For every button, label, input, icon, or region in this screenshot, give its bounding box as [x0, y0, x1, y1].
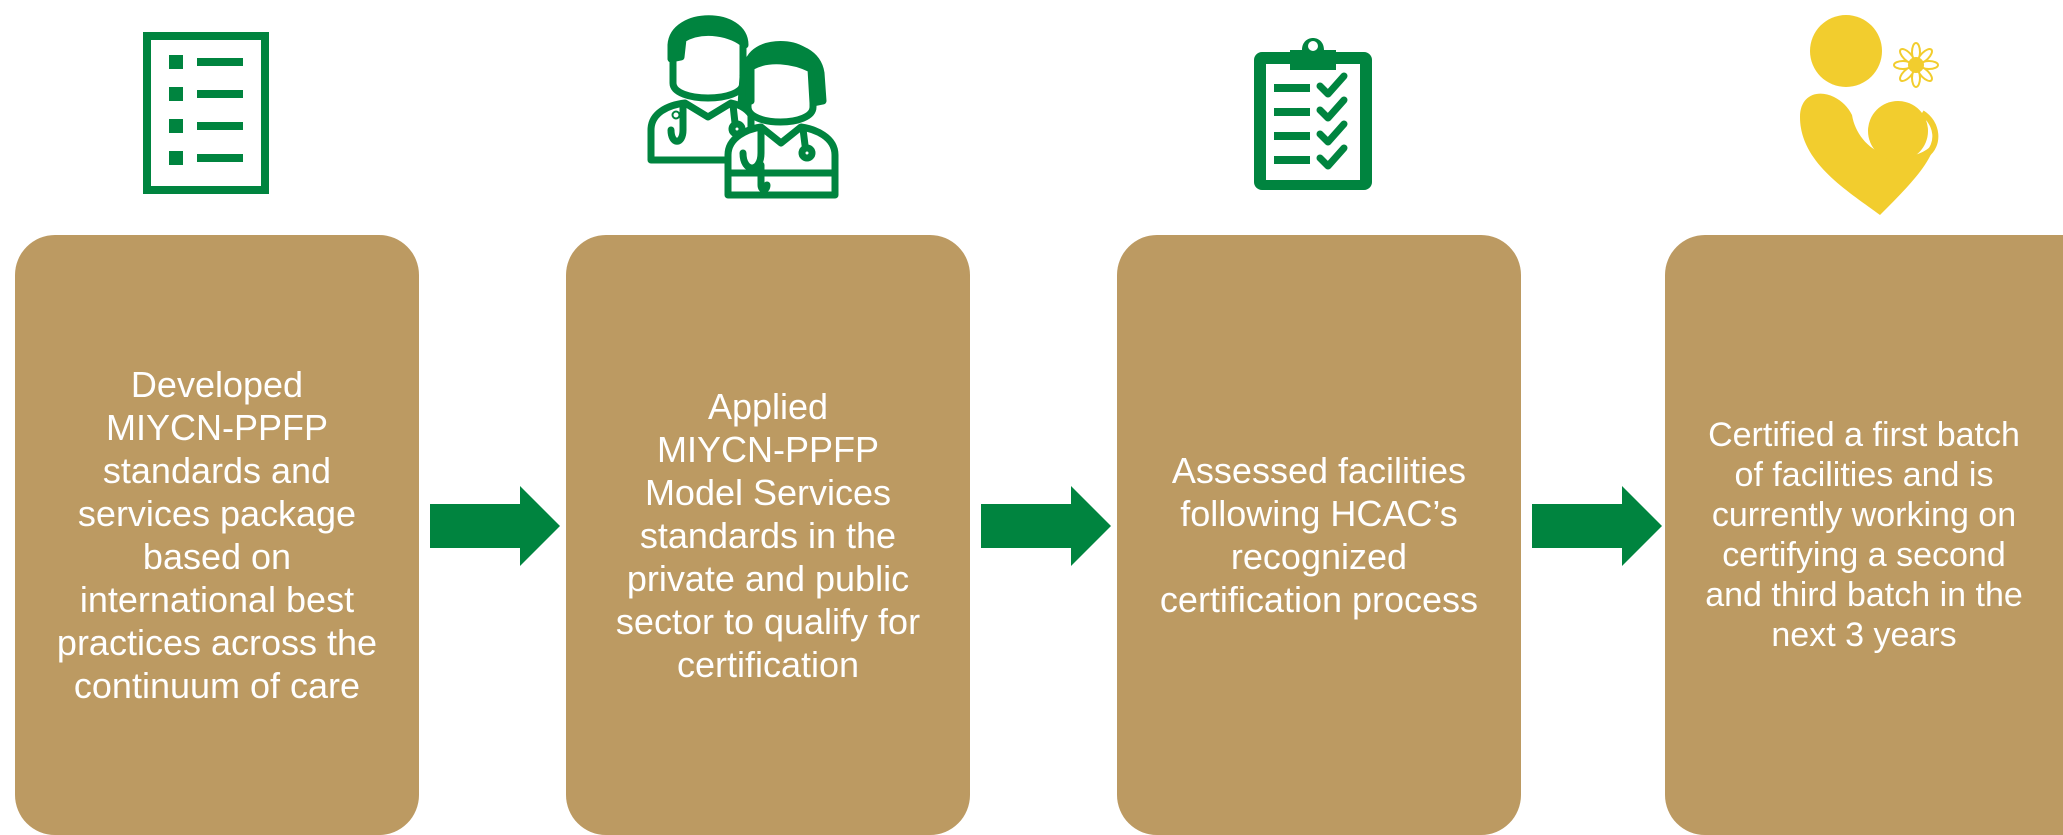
mother-baby-logo-icon	[1800, 15, 1939, 215]
step-box-4: Certified a first batch of facilities an…	[1665, 235, 2063, 835]
step-text-1: Developed MIYCN-PPFP standards and servi…	[56, 364, 378, 706]
step-box-2: Applied MIYCN-PPFP Model Services standa…	[566, 235, 970, 835]
arrow-right-icon	[1532, 486, 1662, 566]
arrow-right-icon	[981, 486, 1111, 566]
checklist-document-icon	[143, 32, 269, 194]
step-text-3: Assessed facilities following HCAC’s rec…	[1159, 450, 1479, 620]
step-text-2: Applied MIYCN-PPFP Model Services standa…	[615, 385, 921, 685]
health-workers-icon	[647, 15, 839, 199]
step-box-1: Developed MIYCN-PPFP standards and servi…	[15, 235, 419, 835]
step-box-3: Assessed facilities following HCAC’s rec…	[1117, 235, 1521, 835]
clipboard-checklist-icon	[1254, 38, 1372, 190]
arrow-right-icon	[430, 486, 560, 566]
step-text-4: Certified a first batch of facilities an…	[1705, 416, 2023, 654]
